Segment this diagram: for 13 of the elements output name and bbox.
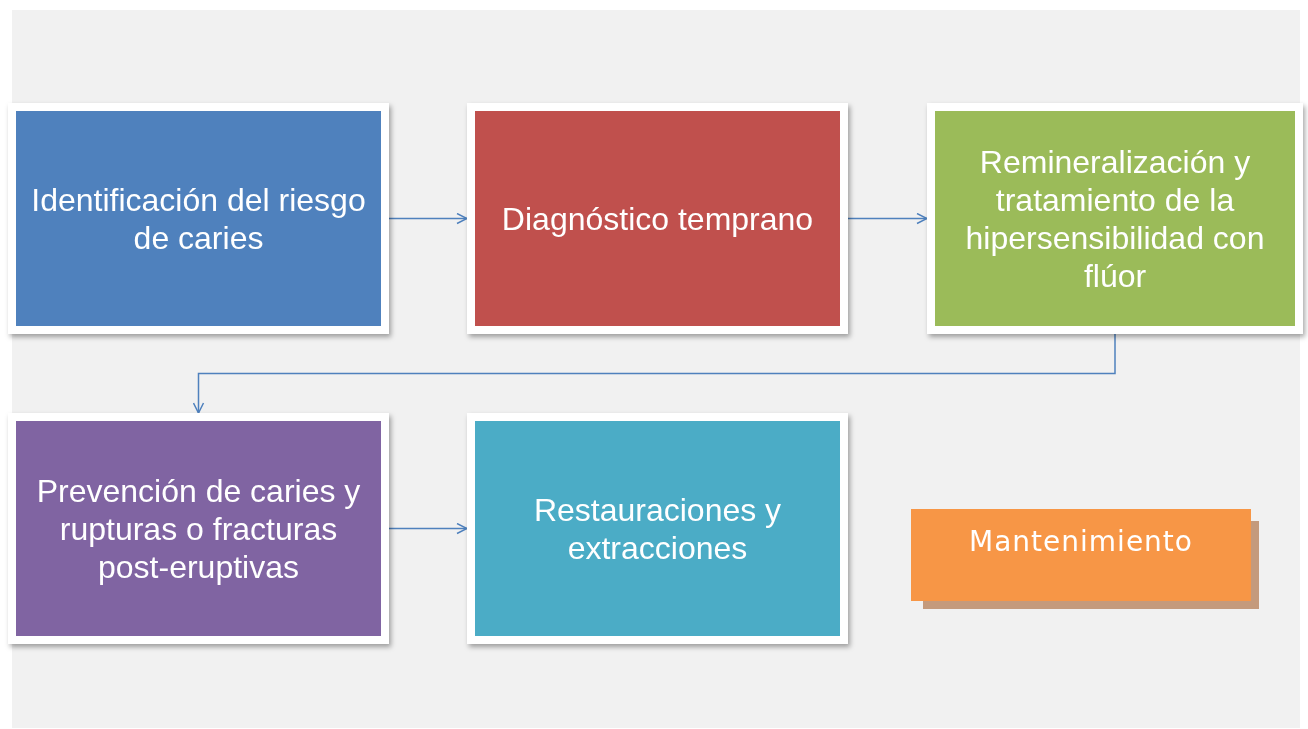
arrow <box>388 522 468 535</box>
process-box <box>467 413 848 644</box>
process-box <box>467 103 848 334</box>
arrow <box>192 333 1116 414</box>
process-box <box>927 103 1303 334</box>
step-label: Mantenimiento <box>968 524 1194 560</box>
arrow <box>388 212 468 225</box>
step-label: Diagnóstico temprano <box>500 199 815 238</box>
step-label: Remineralización y tratamiento de la hipersensibilidad con flúor <box>964 142 1266 295</box>
step-label: Prevención de caries y rupturas o fracturas post-eruptivas <box>35 471 362 586</box>
step-label: Identificación del riesgo de caries <box>30 180 367 257</box>
step-label: Restauraciones y extracciones <box>532 490 783 567</box>
arrow <box>847 212 928 225</box>
